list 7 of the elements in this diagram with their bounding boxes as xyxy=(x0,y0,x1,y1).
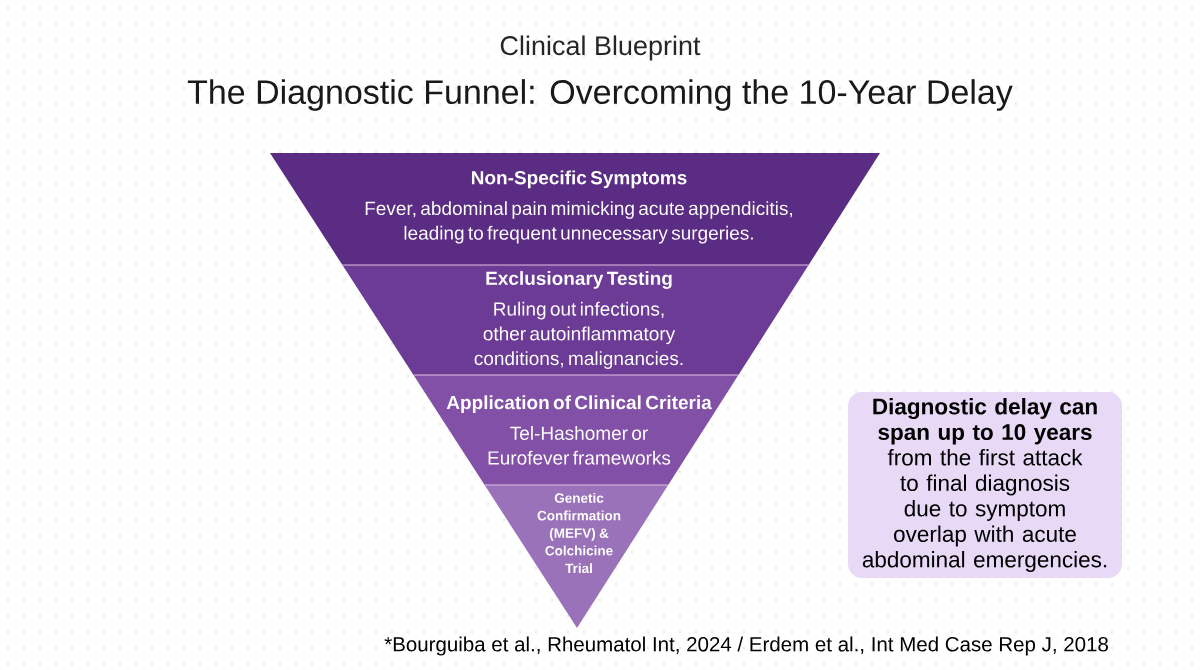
funnel-band: Non-Specific Symptoms Fever, abdominal pain mimicking acute appendicitis, leading to frequent unnecessary surgeries. xyxy=(270,153,880,265)
funnel-band: Application of Clinical Criteria Tel-Hashomer or Eurofever frameworks xyxy=(413,375,739,485)
title: The Diagnostic Funnel: Overcoming the 10-Year Delay xyxy=(187,79,1013,111)
callout-text: Diagnostic delay can span up to 10 years from the first attack to final diagnosis due to symptom overlap with acute abdominal emergencies. xyxy=(848,392,1122,578)
subtitle: Clinical Blueprint xyxy=(500,35,701,61)
funnel-band: Genetic Confirmation (MEFV) & Colchicine Trial xyxy=(484,485,669,628)
funnel-band: Exclusionary Testing Ruling out infections, other autoinflammatory conditions, malignancies. xyxy=(342,265,809,375)
